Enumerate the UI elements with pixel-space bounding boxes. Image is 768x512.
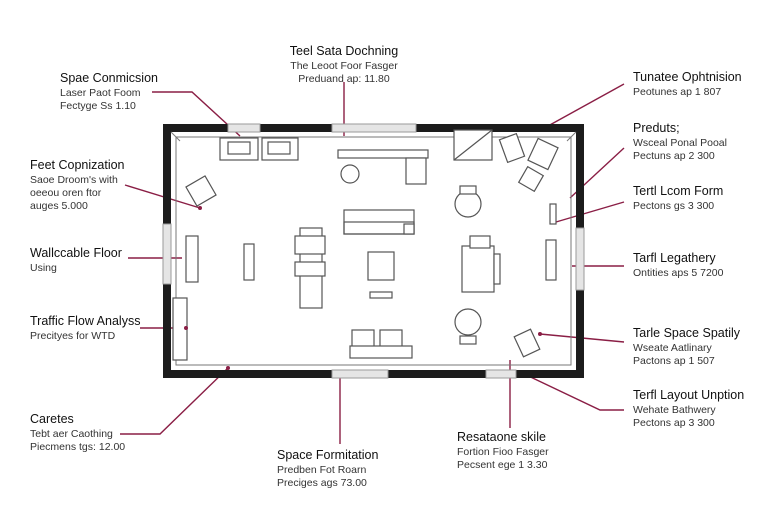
windows: [162, 123, 585, 379]
label-right-5: Tarle Space Spatily Wseate Aatlinary Pac…: [633, 326, 740, 368]
label-line: Peotunes ap 1 807: [633, 85, 722, 98]
label-line: Laser Paot Foom: [60, 86, 141, 99]
label-line: Preduand ap: 11.80: [298, 72, 390, 85]
leader-dots: [184, 206, 542, 370]
label-bottom-center: Space Formitation Predben Fot Roarn Prec…: [277, 448, 378, 490]
label-title: Terfl Layout Unption: [633, 388, 745, 402]
label-line: Precityes for WTD: [30, 329, 116, 342]
label-line: Pactons ap 1 507: [633, 354, 715, 367]
label-line: Preciges ags 73.00: [277, 476, 367, 489]
furniture: [172, 129, 559, 361]
label-title: Caretes: [30, 412, 74, 426]
label-right-4: Tarfl Legathery Ontities aps 5 7200: [633, 251, 723, 280]
label-line: Saoe Droom's with: [30, 173, 118, 186]
label-line: The Leoot Foor Fasger: [290, 59, 398, 72]
label-line: oeeou oren ftor: [30, 186, 102, 199]
label-left-1: Spae Conmicsion Laser Paot Foom Fectyge …: [60, 71, 158, 113]
label-right-2: Preduts; Wsceal Ponal Pooal Pectuns ap 2…: [633, 121, 727, 163]
label-line: Pectons gs 3 300: [633, 199, 715, 212]
label-line: Piecmens tgs: 12.00: [30, 440, 126, 453]
label-title: Preduts;: [633, 121, 680, 135]
label-title: Spae Conmicsion: [60, 71, 158, 85]
label-line: Pectons ap 3 300: [633, 416, 715, 429]
label-title: Feet Copnization: [30, 158, 125, 172]
label-title: Traffic Flow Analyss: [30, 314, 141, 328]
label-right-6: Terfl Layout Unption Wehate Bathwery Pec…: [633, 388, 744, 430]
label-line: Wseate Aatlinary: [633, 341, 712, 354]
label-right-3: Tertl Lcom Form Pectons gs 3 300: [633, 184, 723, 213]
label-title: Teel Sata Dochning: [289, 44, 399, 58]
label-line: Fortion Fioo Fasger: [457, 445, 549, 458]
label-title: Resataone skile: [457, 430, 546, 444]
label-title: Tarfl Legathery: [633, 251, 716, 265]
label-left-2: Feet Copnization Saoe Droom's with oeeou…: [30, 158, 125, 213]
label-title: Wallccable Floor: [30, 246, 122, 260]
label-line: Predben Fot Roarn: [277, 463, 367, 476]
label-line: Pecsent ege 1 3.30: [457, 458, 548, 471]
label-line: Tebt aer Caothing: [30, 427, 113, 440]
label-left-4: Traffic Flow Analyss Precityes for WTD: [30, 314, 140, 343]
label-left-5: Caretes Tebt aer Caothing Piecmens tgs: …: [30, 412, 125, 454]
label-line: Fectyge Ss 1.10: [60, 99, 136, 112]
label-line: auges 5.000: [30, 199, 88, 212]
label-line: Using: [30, 261, 57, 274]
label-title: Space Formitation: [277, 448, 379, 462]
label-left-3: Wallccable Floor Using: [30, 246, 122, 275]
label-line: Pectuns ap 2 300: [633, 149, 715, 162]
label-right-1: Tunatee Ophtnision Peotunes ap 1 807: [633, 70, 742, 99]
label-bottom-right: Resataone skile Fortion Fioo Fasger Pecs…: [457, 430, 549, 472]
label-title: Tarle Space Spatily: [633, 326, 741, 340]
label-title: Tertl Lcom Form: [633, 184, 724, 198]
label-line: Ontities aps 5 7200: [633, 266, 724, 279]
label-line: Wehate Bathwery: [633, 403, 716, 416]
label-title: Tunatee Ophtnision: [633, 70, 742, 84]
label-top-center: Teel Sata Dochning The Leoot Foor Fasger…: [282, 44, 406, 86]
label-line: Wsceal Ponal Pooal: [633, 136, 727, 149]
leader-lines: [120, 82, 625, 444]
